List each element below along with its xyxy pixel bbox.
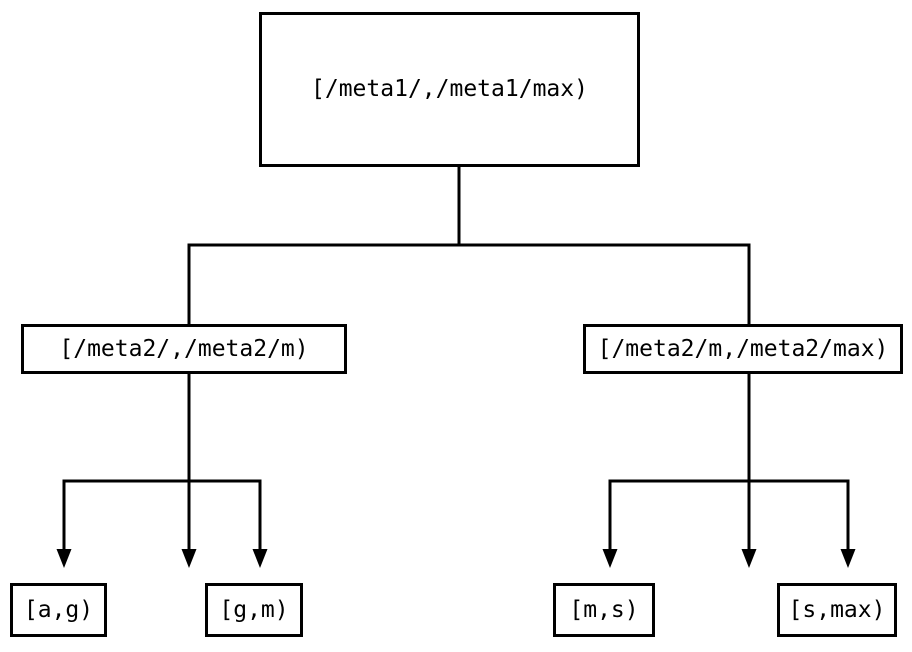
tree-node-leaf-g-m[interactable]: [g,m)	[205, 583, 303, 637]
tree-node-leaf-s-max[interactable]: [s,max)	[777, 583, 897, 637]
arrowhead-icon	[252, 549, 268, 568]
edge-mid-left-to-leaf-g-m	[187, 374, 268, 568]
tree-node-mid-left-label: [/meta2/,/meta2/m)	[59, 335, 309, 362]
tree-node-leaf-a-g-label: [a,g)	[23, 596, 94, 623]
tree-node-leaf-a-g[interactable]: [a,g)	[10, 583, 107, 637]
tree-node-root-label: [/meta1/,/meta1/max)	[311, 76, 588, 102]
edge-mid-right-to-leaf-s-max	[747, 374, 856, 568]
edge-mid-right-to-leaf-m-s	[602, 374, 751, 568]
arrowhead-icon	[741, 549, 757, 568]
tree-node-root[interactable]: [/meta1/,/meta1/max)	[259, 12, 640, 167]
tree-node-mid-right[interactable]: [/meta2/m,/meta2/max)	[583, 324, 903, 374]
arrowhead-icon	[602, 549, 618, 568]
tree-node-leaf-m-s-label: [m,s)	[569, 596, 639, 623]
arrowhead-icon	[56, 549, 72, 568]
tree-node-leaf-g-m-label: [g,m)	[219, 596, 289, 623]
tree-node-mid-left[interactable]: [/meta2/,/meta2/m)	[21, 324, 347, 374]
arrowhead-icon	[840, 549, 856, 568]
tree-node-leaf-s-max-label: [s,max)	[788, 596, 886, 623]
edge-mid-left-to-leaf-a-g	[56, 374, 191, 568]
arrowhead-icon	[181, 549, 197, 568]
tree-node-mid-right-label: [/meta2/m,/meta2/max)	[597, 335, 889, 362]
tree-node-leaf-m-s[interactable]: [m,s)	[553, 583, 655, 637]
